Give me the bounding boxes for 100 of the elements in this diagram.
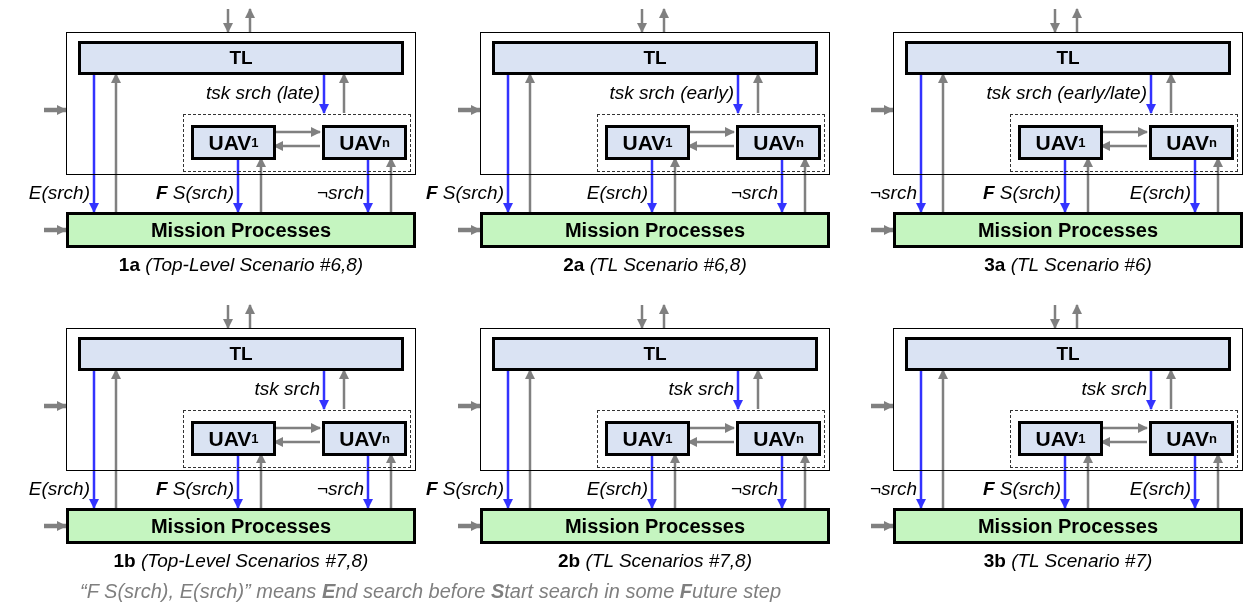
arrow — [223, 305, 233, 329]
edge-label: tsk srch — [1081, 378, 1147, 400]
edge-label: ¬srch — [317, 182, 364, 204]
arrow — [1072, 8, 1082, 32]
arrow — [871, 225, 894, 235]
arrow — [458, 521, 481, 531]
process-box: TL — [78, 337, 404, 371]
edge-label: E(srch) — [1129, 478, 1191, 500]
edge-label: tsk srch (early/late) — [986, 82, 1147, 104]
arrow — [44, 401, 67, 411]
edge-label: E(srch) — [1129, 182, 1191, 204]
arrow — [256, 157, 266, 212]
arrow — [938, 369, 948, 508]
system-frame — [66, 32, 416, 175]
arrow — [1146, 370, 1156, 410]
footnote: “F S(srch), E(srch)” means End search before Start search in some Future step — [80, 580, 781, 603]
arrow — [647, 454, 657, 509]
uav-group-frame — [597, 114, 825, 172]
panel-caption: 2a (TL Scenario #6,8) — [562, 254, 748, 276]
arrow — [800, 157, 810, 212]
arrow — [386, 453, 396, 508]
arrow — [733, 370, 743, 410]
edge-label: ¬srch — [870, 182, 917, 204]
arrow — [386, 157, 396, 212]
arrow — [733, 74, 743, 114]
uav-group-frame — [597, 410, 825, 468]
arrow — [458, 401, 481, 411]
arrow — [458, 225, 481, 235]
edge-label: E(srch) — [28, 182, 90, 204]
panel-caption: 3b (TL Scenario #7) — [982, 550, 1154, 572]
arrow — [1083, 157, 1093, 212]
arrow — [800, 453, 810, 508]
process-box: TL — [78, 41, 404, 75]
arrow — [233, 454, 243, 509]
arrow — [659, 8, 669, 32]
arrow — [111, 73, 121, 212]
arrow — [637, 305, 647, 329]
system-frame — [480, 32, 830, 175]
edge-label: F S(srch) — [982, 182, 1061, 204]
arrow — [458, 105, 481, 115]
arrow — [339, 73, 349, 113]
arrow — [753, 369, 763, 409]
arrow — [44, 521, 67, 531]
arrow — [871, 401, 894, 411]
arrow — [647, 158, 657, 213]
arrow — [319, 370, 329, 410]
arrow — [1101, 127, 1148, 137]
arrow — [245, 8, 255, 32]
system-frame — [480, 328, 830, 471]
arrow — [687, 437, 734, 447]
edge-label: F S(srch) — [425, 478, 504, 500]
arrow — [1166, 369, 1176, 409]
arrow — [339, 369, 349, 409]
edge-label: F S(srch) — [155, 182, 234, 204]
edge-label: tsk srch — [668, 378, 734, 400]
arrow — [1100, 437, 1147, 447]
uav-group-frame — [183, 410, 411, 468]
arrow — [503, 370, 513, 509]
panel-caption: 1a (Top-Level Scenario #6,8) — [117, 254, 365, 276]
edge-label: tsk srch — [254, 378, 320, 400]
edge-label: ¬srch — [870, 478, 917, 500]
system-frame — [893, 32, 1243, 175]
edge-label: tsk srch (late) — [205, 82, 320, 104]
arrow — [525, 73, 535, 212]
arrow — [1146, 74, 1156, 114]
arrow — [916, 370, 926, 509]
edge-label: F S(srch) — [425, 182, 504, 204]
edge-label: tsk srch (early) — [609, 82, 734, 104]
process-box: TL — [492, 41, 818, 75]
system-frame — [893, 328, 1243, 471]
uav-group-frame — [183, 114, 411, 172]
arrow — [871, 521, 894, 531]
edge-label: E(srch) — [586, 478, 648, 500]
arrow — [89, 74, 99, 213]
arrow — [1101, 423, 1148, 433]
arrow — [256, 453, 266, 508]
arrow — [503, 74, 513, 213]
arrow — [938, 73, 948, 212]
arrow — [233, 158, 243, 213]
arrow — [637, 9, 647, 33]
edge-label: F S(srch) — [155, 478, 234, 500]
arrow — [670, 453, 680, 508]
process-box: Mission Processes — [480, 212, 830, 248]
arrow — [1100, 141, 1147, 151]
edge-label: E(srch) — [28, 478, 90, 500]
arrow — [688, 127, 735, 137]
panel-caption: 2b (TL Scenarios #7,8) — [557, 550, 753, 572]
edge-label: E(srch) — [586, 182, 648, 204]
arrow — [245, 304, 255, 328]
arrow — [1213, 157, 1223, 212]
arrow — [659, 304, 669, 328]
process-box: TL — [492, 337, 818, 371]
arrow — [753, 73, 763, 113]
process-box: TL — [905, 41, 1231, 75]
arrow — [273, 437, 320, 447]
process-box: Mission Processes — [480, 508, 830, 544]
system-frame — [66, 328, 416, 471]
arrow — [363, 158, 373, 213]
arrow — [223, 9, 233, 33]
edge-label: ¬srch — [731, 182, 778, 204]
